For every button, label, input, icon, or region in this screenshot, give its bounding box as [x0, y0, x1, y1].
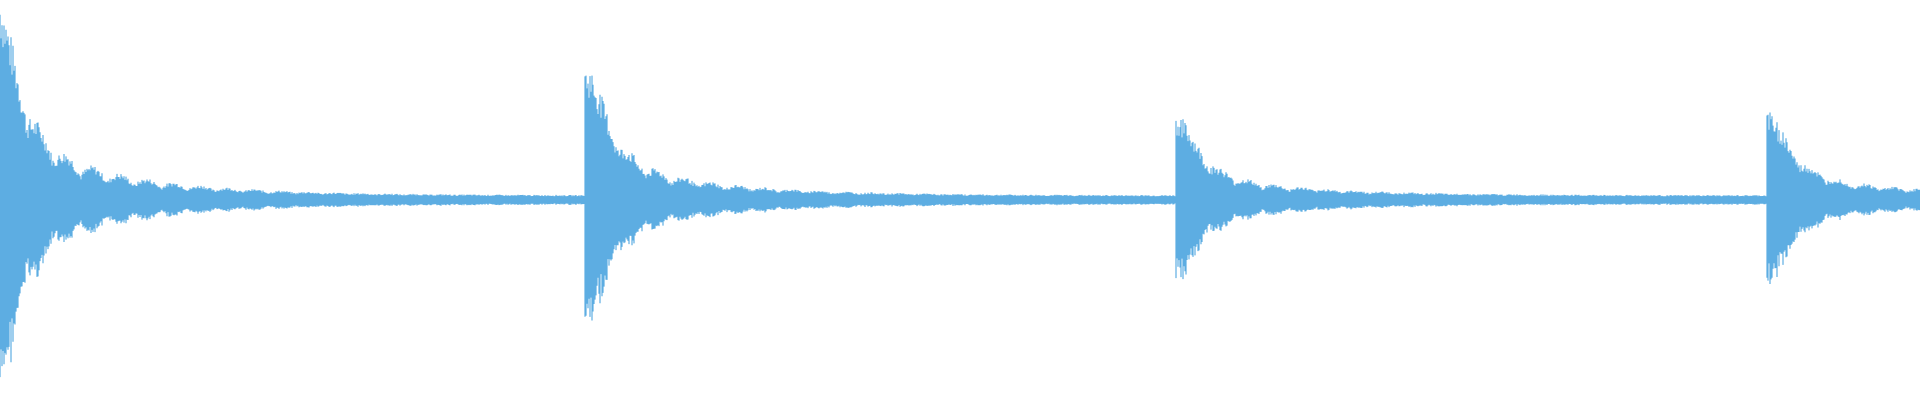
waveform-trace: [0, 14, 1920, 378]
waveform-path: [0, 14, 1920, 378]
